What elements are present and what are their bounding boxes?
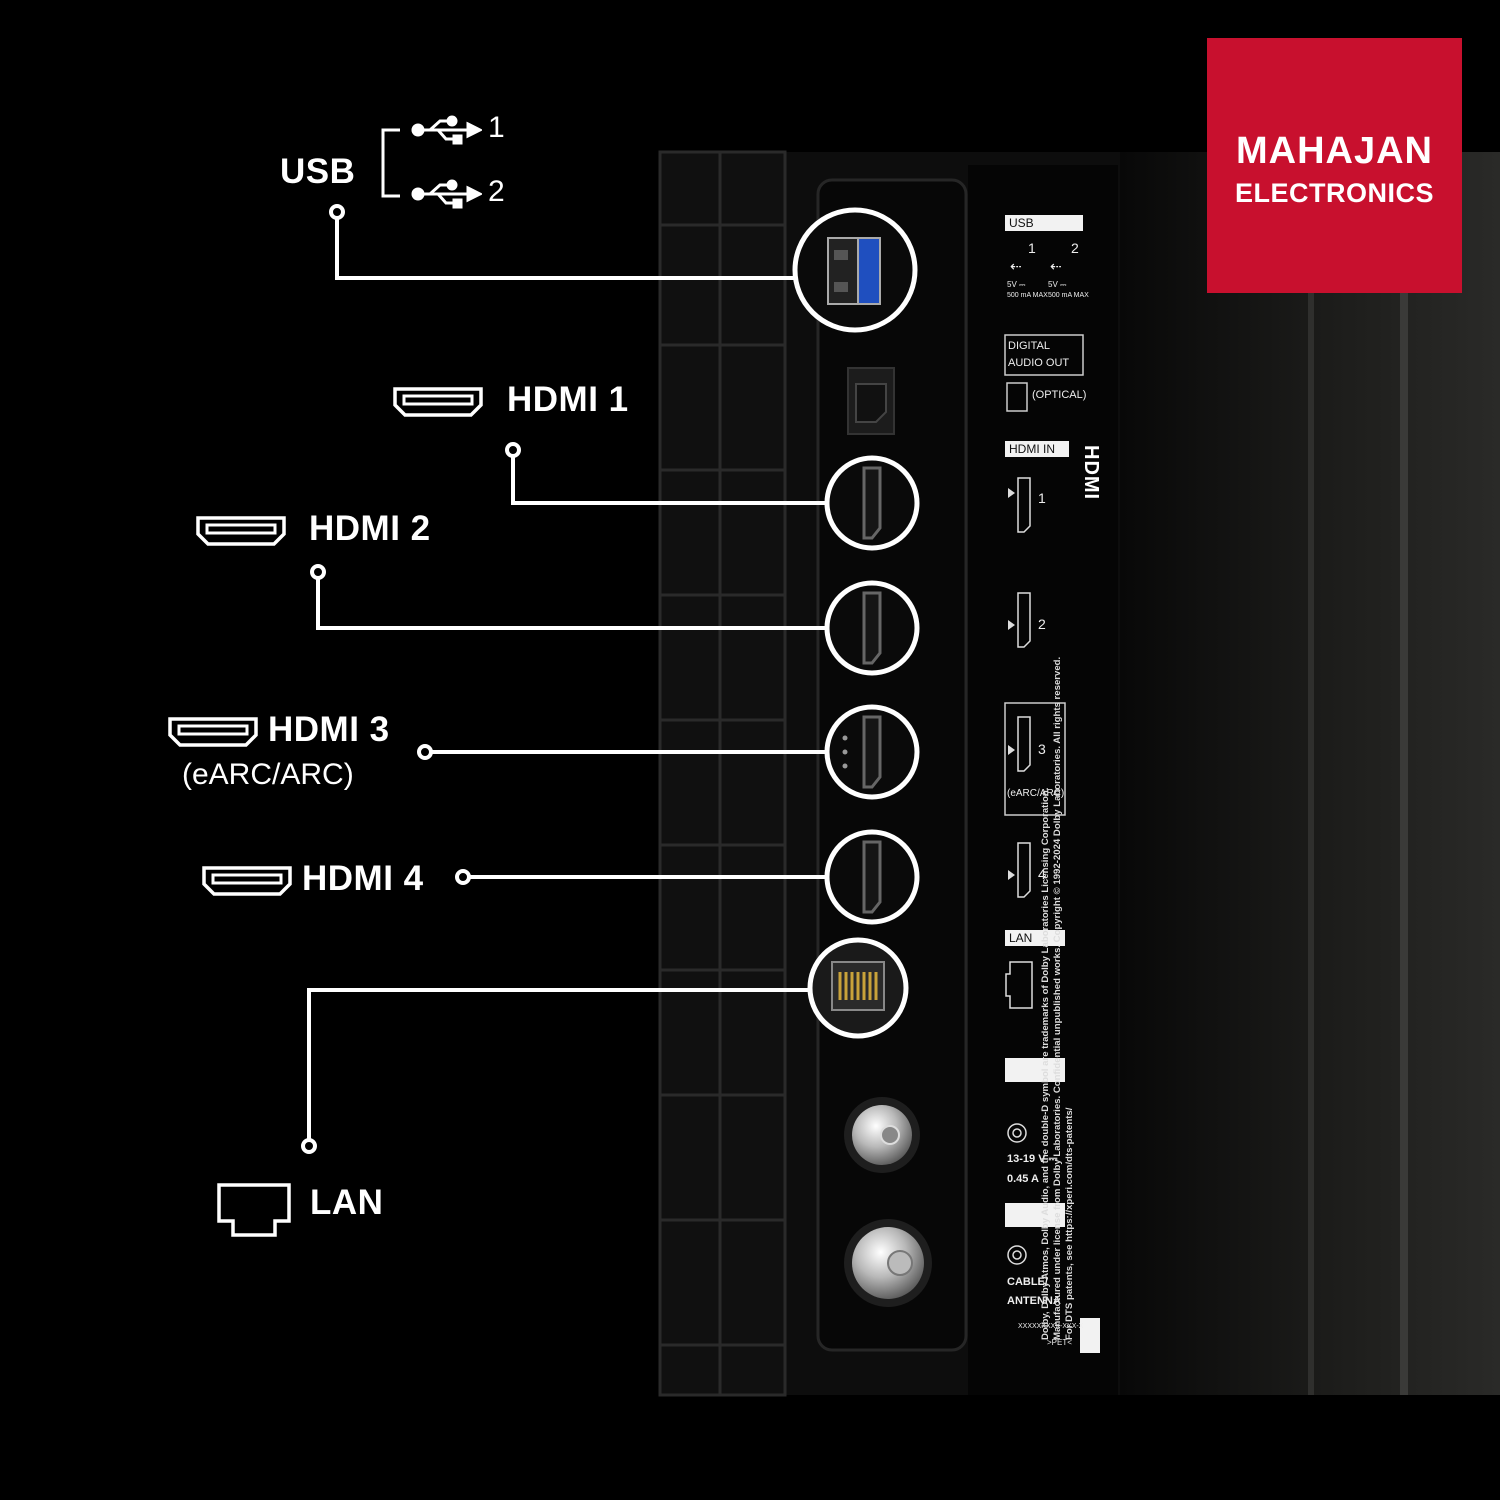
- ethernet-icon: [217, 1183, 291, 1237]
- usb-label: USB: [280, 152, 356, 191]
- hdmi-icon: [196, 516, 286, 546]
- panel-serial: XXXXXXXXX-XXX-X: [1018, 1323, 1084, 1330]
- panel-cable-2: ANTENNA: [1007, 1295, 1061, 1307]
- panel-cable-1: CABLE/: [1007, 1276, 1048, 1288]
- panel-usb-num-1: 1: [1028, 240, 1036, 256]
- panel-usb-rating-2: 5V ⎓: [1048, 280, 1067, 289]
- panel-usb-header: USB: [1005, 215, 1083, 231]
- hdmi-icon: [202, 866, 292, 896]
- panel-usb-rating-2b: 500 mA MAX: [1048, 292, 1089, 299]
- usb-icon: [411, 179, 482, 209]
- legal-line-1: Dolby, Dolby Atmos, Dolby Audio, and the…: [1040, 787, 1051, 1340]
- vent-grid: [658, 150, 787, 1397]
- brand-subtitle: ELECTRONICS: [1234, 178, 1434, 208]
- hdmi-icon: [393, 387, 483, 417]
- panel-digital-audio-2: AUDIO OUT: [1008, 357, 1070, 369]
- panel-hdmi-in: HDMI IN: [1005, 441, 1069, 457]
- hdmi-3-sublabel: (eARC/ARC): [182, 758, 354, 791]
- legal-line-3: For DTS patents, see https://xperi.com/d…: [1064, 1107, 1075, 1340]
- panel-optical: (OPTICAL): [1032, 389, 1087, 401]
- brand-name: MAHAJAN: [1236, 130, 1433, 172]
- panel-usb-icon-1: ⇠: [1010, 258, 1022, 274]
- panel-usb-rating-1b: 500 mA MAX: [1007, 292, 1048, 299]
- usb-port-1-number: 1: [488, 111, 505, 144]
- hdmi-3-label: HDMI 3: [268, 710, 390, 749]
- panel-digital-audio-1: DIGITAL: [1008, 340, 1050, 352]
- brand-badge: MAHAJAN ELECTRONICS: [1207, 38, 1462, 293]
- panel-hdmi-num-2: 2: [1038, 616, 1046, 632]
- panel-hdmi-3-sub: (eARC/ARC): [1007, 788, 1065, 799]
- hdmi-icon: [168, 717, 258, 747]
- panel-usb-rating-1: 5V ⎓: [1007, 280, 1026, 289]
- hdmi-2-label: HDMI 2: [309, 509, 431, 548]
- usb-icon: [411, 115, 482, 145]
- panel-hdmi-num-1: 1: [1038, 490, 1046, 506]
- panel-hdmi-num-3: 3: [1038, 741, 1046, 757]
- panel-power-2: 0.45 A: [1007, 1173, 1040, 1185]
- lan-label: LAN: [310, 1183, 384, 1222]
- callout-dots: [301, 204, 521, 1154]
- panel-usb-num-2: 2: [1071, 240, 1079, 256]
- panel-pet: >PET<: [1047, 1338, 1072, 1347]
- hdmi-1-label: HDMI 1: [507, 380, 629, 419]
- usb-port-2-number: 2: [488, 175, 505, 208]
- callout-lines: [307, 212, 827, 1146]
- panel-hdmi-num-4: 4: [1038, 866, 1046, 882]
- panel-power-1: 13-19 V ⎓: [1007, 1153, 1058, 1165]
- panel-lan: LAN: [1005, 930, 1065, 946]
- hdmi-logo: HDMI: [1080, 445, 1102, 501]
- legal-notice: Dolby, Dolby Atmos, Dolby Audio, and the…: [1040, 560, 1076, 1340]
- hdmi-4-label: HDMI 4: [302, 859, 424, 898]
- panel-usb-icon-2: ⇠: [1050, 258, 1062, 274]
- legal-line-2: Manufactured under license from Dolby La…: [1052, 656, 1063, 1340]
